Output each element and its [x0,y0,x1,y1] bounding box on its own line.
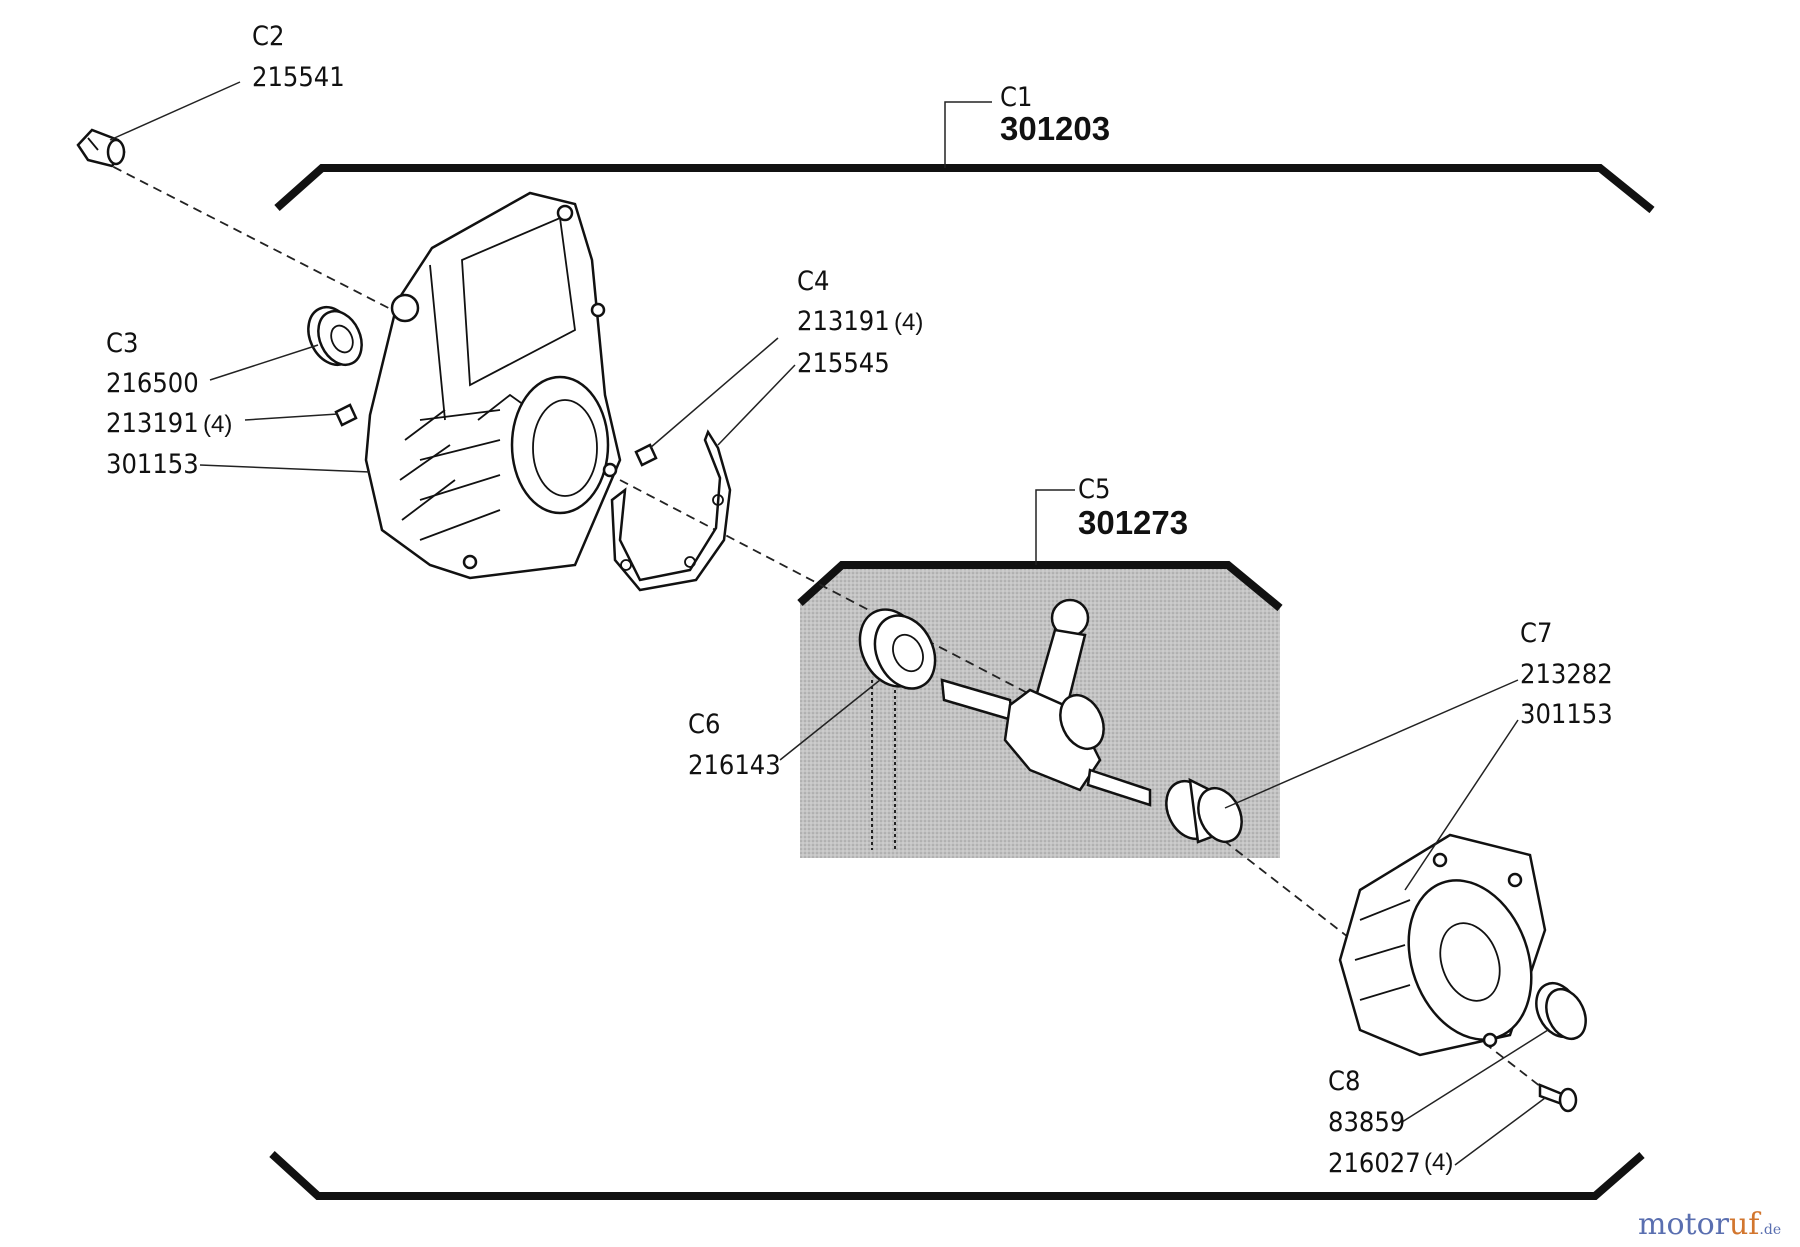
explosion-axis-1 [99,159,409,319]
c7-ref-label: C7 [1520,618,1552,649]
c7-part-number-2: 301153 [1520,699,1613,730]
c3-part-number-3: 301153 [106,449,199,480]
explosion-axis-2 [619,479,1061,711]
c3-dowel-pin-part [334,403,358,427]
c4-215545-leader [717,364,796,446]
c7-part-number-1: 213282 [1520,659,1613,690]
c4-dowel-pin-part [634,443,658,467]
c1-bracket-bottom [269,1151,1645,1200]
c4-ref-label: C4 [797,266,829,297]
c3-qty-label: (4) [203,411,232,438]
c1-bracket-top [274,164,1655,214]
c5-bracket [797,561,1283,612]
c4-part-number-2: 215545 [797,348,890,379]
c4-gasket-part [610,429,732,592]
c2-leader [109,81,241,141]
c4-part-number-1: 213191 [797,306,890,337]
c7-213282-leader [1224,679,1519,809]
c6-leader [779,679,881,761]
c2-part-number: 215541 [252,62,345,93]
c3-213191-leader [244,413,339,421]
c8-ref-label: C8 [1328,1066,1360,1097]
c8-83859-leader [1401,1029,1549,1123]
c7-301153-leader [1404,719,1519,891]
c3-ref-label: C3 [106,328,138,359]
c3-part-number-1: 216500 [106,368,199,399]
c7-bearing-part [1165,777,1243,844]
watermark-part-a: motor [1638,1207,1730,1242]
c6-ref-label: C6 [688,709,720,740]
c2-plug-part [76,128,126,168]
c4-213191-leader [649,337,779,449]
c8-qty-label: (4) [1424,1149,1453,1176]
c8-part-number-2: 216027 [1328,1148,1421,1179]
c4-qty-label: (4) [894,309,923,336]
c5-ref-label: C5 [1078,474,1110,505]
c6-part-number: 216143 [688,750,781,781]
c2-ref-label: C2 [252,21,284,52]
c8-216027-leader [1454,1097,1546,1166]
c3-216500-leader [209,344,319,381]
c1-part-number: 301203 [1000,110,1110,147]
crankshaft-part [940,598,1152,807]
c8-screw-part [1538,1083,1578,1113]
c8-seal-part [1535,982,1587,1041]
watermark-logo: motoruf.de [1638,1207,1781,1242]
c3-part-number-2: 213191 [106,408,199,439]
c5-part-number: 301273 [1078,504,1188,541]
c8-part-number-1: 83859 [1328,1107,1405,1138]
c5-leader [1035,489,1075,565]
watermark-suffix: .de [1759,1222,1781,1238]
c3-seal-ring-part [307,306,363,366]
c1-ref-label: C1 [1000,82,1032,113]
c6-bearing-part [858,608,937,850]
crankcase-left-part [364,191,622,580]
c1-leader [944,101,992,168]
watermark-part-b: uf [1729,1207,1761,1242]
crankcase-right-part [1338,833,1547,1057]
c3-301153-leader [199,464,371,473]
